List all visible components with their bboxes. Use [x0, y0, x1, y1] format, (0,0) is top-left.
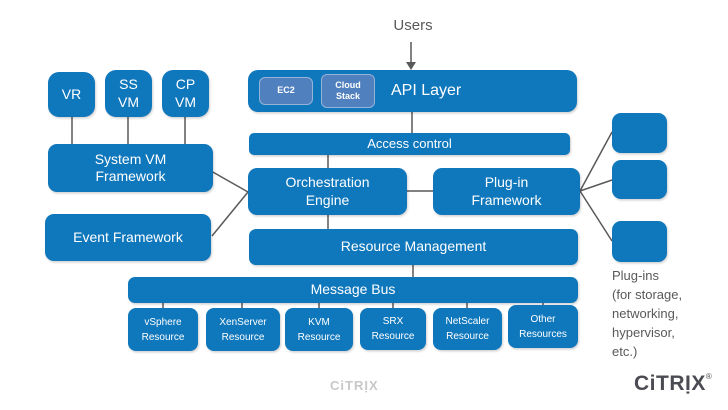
- cp-vm-box: CP VM: [162, 70, 209, 117]
- event-framework-label: Event Framework: [73, 228, 183, 245]
- xenserver-resource-box: XenServer Resource: [206, 308, 280, 351]
- vsphere-resource-box: vSphere Resource: [128, 308, 198, 351]
- ec2-badge-label: EC2: [277, 85, 295, 96]
- system-vm-framework-label: System VM Framework: [94, 150, 167, 185]
- netscaler-resource-box: NetScaler Resource: [433, 308, 502, 350]
- plugin-framework-box: Plug-in Framework: [433, 168, 580, 215]
- resource-management-label: Resource Management: [340, 238, 487, 255]
- cloudstack-badge: Cloud Stack: [321, 74, 375, 108]
- plugin-framework-label: Plug-in Framework: [471, 174, 542, 208]
- cp-vm-label: CP VM: [175, 76, 196, 110]
- srx-resource-box: SRX Resource: [360, 308, 426, 350]
- cloudstack-badge-label: Cloud Stack: [335, 79, 361, 101]
- registered-mark: ®: [705, 372, 713, 381]
- xenserver-resource-label: XenServer Resource: [219, 316, 267, 343]
- netscaler-resource-label: NetScaler Resource: [445, 316, 490, 342]
- plugins-note: Plug-ins (for storage, networking, hyper…: [612, 268, 683, 359]
- message-bus-bar: Message Bus: [128, 277, 578, 303]
- citrix-watermark: CiTRỊX: [330, 378, 379, 393]
- plugin-slot-box-2: [612, 160, 667, 199]
- srx-resource-label: SRX Resource: [371, 316, 415, 342]
- event-framework-box: Event Framework: [45, 214, 211, 261]
- kvm-resource-label: KVM Resource: [297, 316, 341, 343]
- citrix-logo: CiTRỊX®: [634, 372, 712, 396]
- citrix-logo-text: CiTRỊX: [634, 372, 706, 395]
- access-control-label: Access control: [367, 135, 452, 151]
- vsphere-resource-label: vSphere Resource: [141, 316, 185, 343]
- plugin-fan-connector-1: [579, 131, 613, 192]
- plugin-slot-box-1: [612, 113, 667, 153]
- other-resources-label: Other Resources: [519, 313, 567, 340]
- plugin-fan-connector-3: [579, 190, 613, 242]
- ss-vm-box: SS VM: [105, 70, 152, 117]
- message-bus-label: Message Bus: [310, 281, 396, 298]
- plugin-fan-connector-2: [579, 179, 613, 192]
- ec2-badge: EC2: [259, 77, 313, 105]
- systemvm-orchestration-connector: [210, 170, 249, 193]
- users-arrowhead: [406, 62, 416, 70]
- api-layer-bar: EC2 Cloud Stack API Layer: [248, 70, 577, 112]
- orchestration-engine-label: Orchestration Engine: [285, 174, 370, 208]
- ss-vm-label: SS VM: [118, 76, 139, 110]
- plugin-slot-box-3: [612, 221, 667, 262]
- other-resources-box: Other Resources: [508, 305, 578, 348]
- resource-management-bar: Resource Management: [249, 229, 578, 265]
- vr-label: VR: [61, 85, 82, 102]
- api-layer-label: API Layer: [391, 82, 462, 99]
- vr-box: VR: [48, 72, 95, 117]
- system-vm-framework-box: System VM Framework: [48, 144, 213, 192]
- users-label: Users: [393, 17, 433, 34]
- kvm-resource-box: KVM Resource: [285, 308, 353, 351]
- orchestration-engine-box: Orchestration Engine: [248, 168, 407, 215]
- access-control-bar: Access control: [249, 133, 570, 155]
- eventfw-orchestration-connector: [211, 191, 249, 237]
